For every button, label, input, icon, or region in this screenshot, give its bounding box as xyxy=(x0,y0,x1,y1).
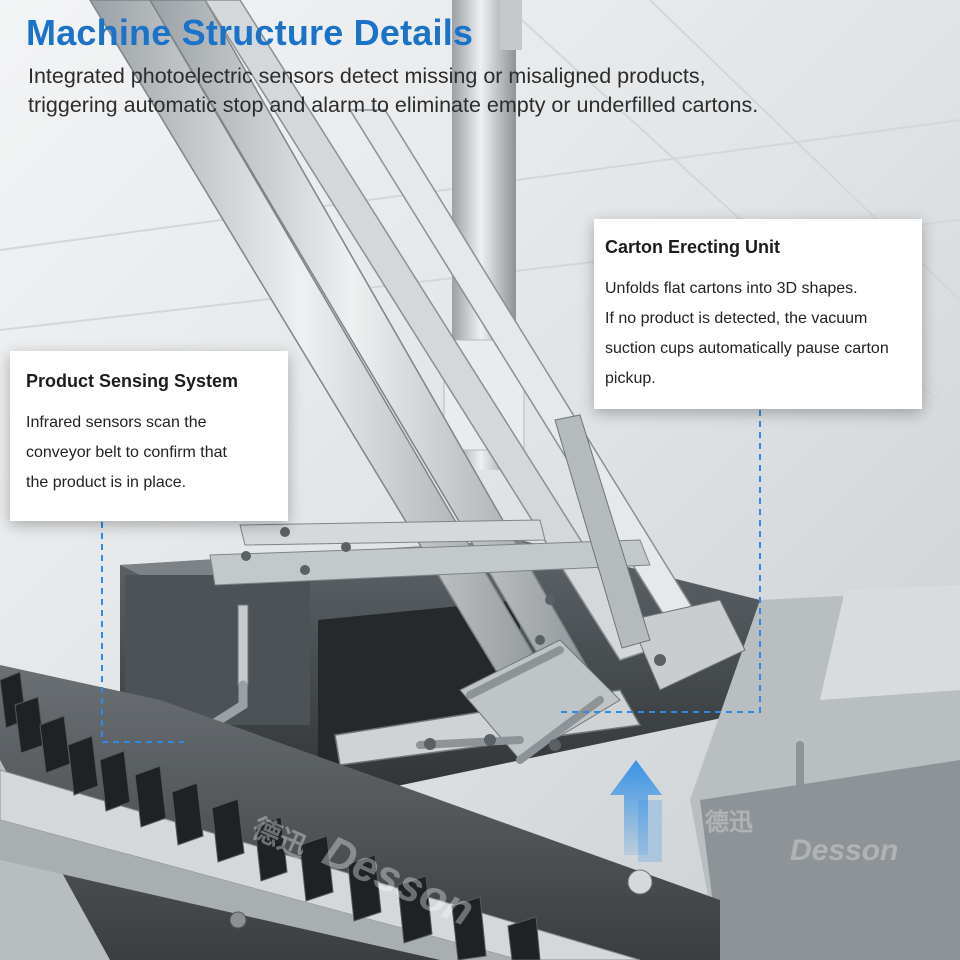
callout-line: conveyor belt to confirm that xyxy=(26,444,227,461)
callout-body: Unfolds flat cartons into 3D shapes. If … xyxy=(605,274,912,394)
callout-line: suction cups automatically pause carton xyxy=(605,340,889,357)
page-subtitle: Integrated photoelectric sensors detect … xyxy=(28,62,908,120)
callout-line: pickup. xyxy=(605,370,656,387)
callout-body: Infrared sensors scan the conveyor belt … xyxy=(26,408,274,498)
carton-erecting-callout: Carton Erecting Unit Unfolds flat carton… xyxy=(594,219,922,409)
watermark-brand-right: Desson xyxy=(790,834,898,867)
callout-line: Unfolds flat cartons into 3D shapes. xyxy=(605,280,858,297)
subtitle-line: Integrated photoelectric sensors detect … xyxy=(28,64,706,88)
page-title: Machine Structure Details xyxy=(26,12,474,53)
subtitle-line: triggering automatic stop and alarm to e… xyxy=(28,93,759,117)
callout-title: Carton Erecting Unit xyxy=(605,237,781,257)
callout-line: If no product is detected, the vacuum xyxy=(605,310,868,327)
watermark-chinese-right: 德迅 xyxy=(705,808,753,836)
callout-title: Product Sensing System xyxy=(26,371,239,391)
product-sensing-callout: Product Sensing System Infrared sensors … xyxy=(10,351,288,521)
callout-line: the product is in place. xyxy=(26,474,187,491)
callout-line: Infrared sensors scan the xyxy=(26,414,207,431)
